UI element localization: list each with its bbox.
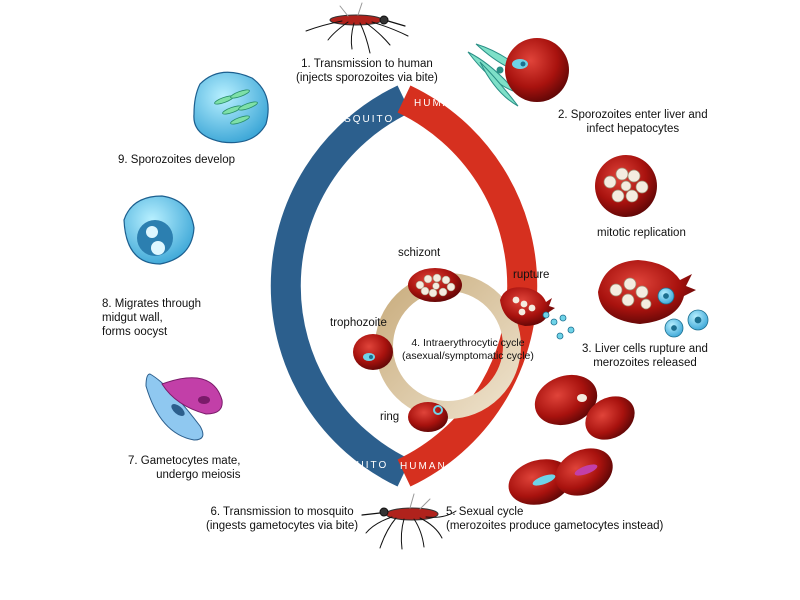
step-label-migrates-midgut: 8. Migrates through midgut wall, forms o… xyxy=(102,298,202,338)
mosquito-ring-arc xyxy=(270,85,411,487)
hepatocyte-cell xyxy=(505,38,569,102)
schizont-cell xyxy=(408,268,462,302)
inner-cycle-title: 4. Intraerythrocytic cycle (asexual/symp… xyxy=(402,337,534,362)
stage-label-rupture: rupture xyxy=(513,269,550,281)
gametocyte-pair xyxy=(145,373,223,441)
stage-label-ring: ring xyxy=(380,411,400,423)
stage-label-schizont: schizont xyxy=(398,247,441,259)
merozoite-group xyxy=(657,287,709,338)
erythrocyte-group xyxy=(534,374,635,440)
ruptured-liver-cell xyxy=(598,260,696,324)
ring-label-human-top: HUMAN xyxy=(414,98,461,109)
step-label-gametocytes-mate: 7. Gametocytes mate, undergo meiosis xyxy=(128,455,241,481)
ring-stage-cell xyxy=(408,402,448,432)
mosquito-icon-top xyxy=(305,2,409,54)
rupture-cell xyxy=(500,287,575,340)
step-label-transmission-to-mosquito: 6. Transmission to mosquito (ingests gam… xyxy=(206,506,359,532)
ring-label-mosquito-bottom: MOSQUITO xyxy=(318,460,388,471)
human-ring-arc xyxy=(397,85,538,487)
step-label-sporozoites-enter-liver: 2. Sporozoites enter liver and infect he… xyxy=(558,109,708,135)
step-label-sexual-cycle: 5. Sexual cycle (merozoites produce game… xyxy=(446,506,664,532)
sporozoite-cyst-cell xyxy=(193,71,269,144)
step-label-mitotic-replication: mitotic replication xyxy=(597,227,686,239)
mosquito-icon-bottom xyxy=(361,493,457,550)
step-label-sporozoites-develop: 9. Sporozoites develop xyxy=(118,154,235,166)
step-label-liver-cells-rupture: 3. Liver cells rupture and merozoites re… xyxy=(582,343,708,369)
gametocyte-erythrocytes xyxy=(508,448,613,505)
ring-label-human-bottom: HUMAN xyxy=(400,461,447,472)
oocyst-cell xyxy=(123,195,195,265)
step-label-transmission-to-human: 1. Transmission to human (injects sporoz… xyxy=(296,58,438,84)
liver-schizont-cell xyxy=(595,155,657,217)
stage-label-trophozoite: trophozoite xyxy=(330,317,387,329)
trophozoite-cell xyxy=(353,334,393,370)
ring-label-mosquito-top: MOSQUITO xyxy=(324,114,394,125)
